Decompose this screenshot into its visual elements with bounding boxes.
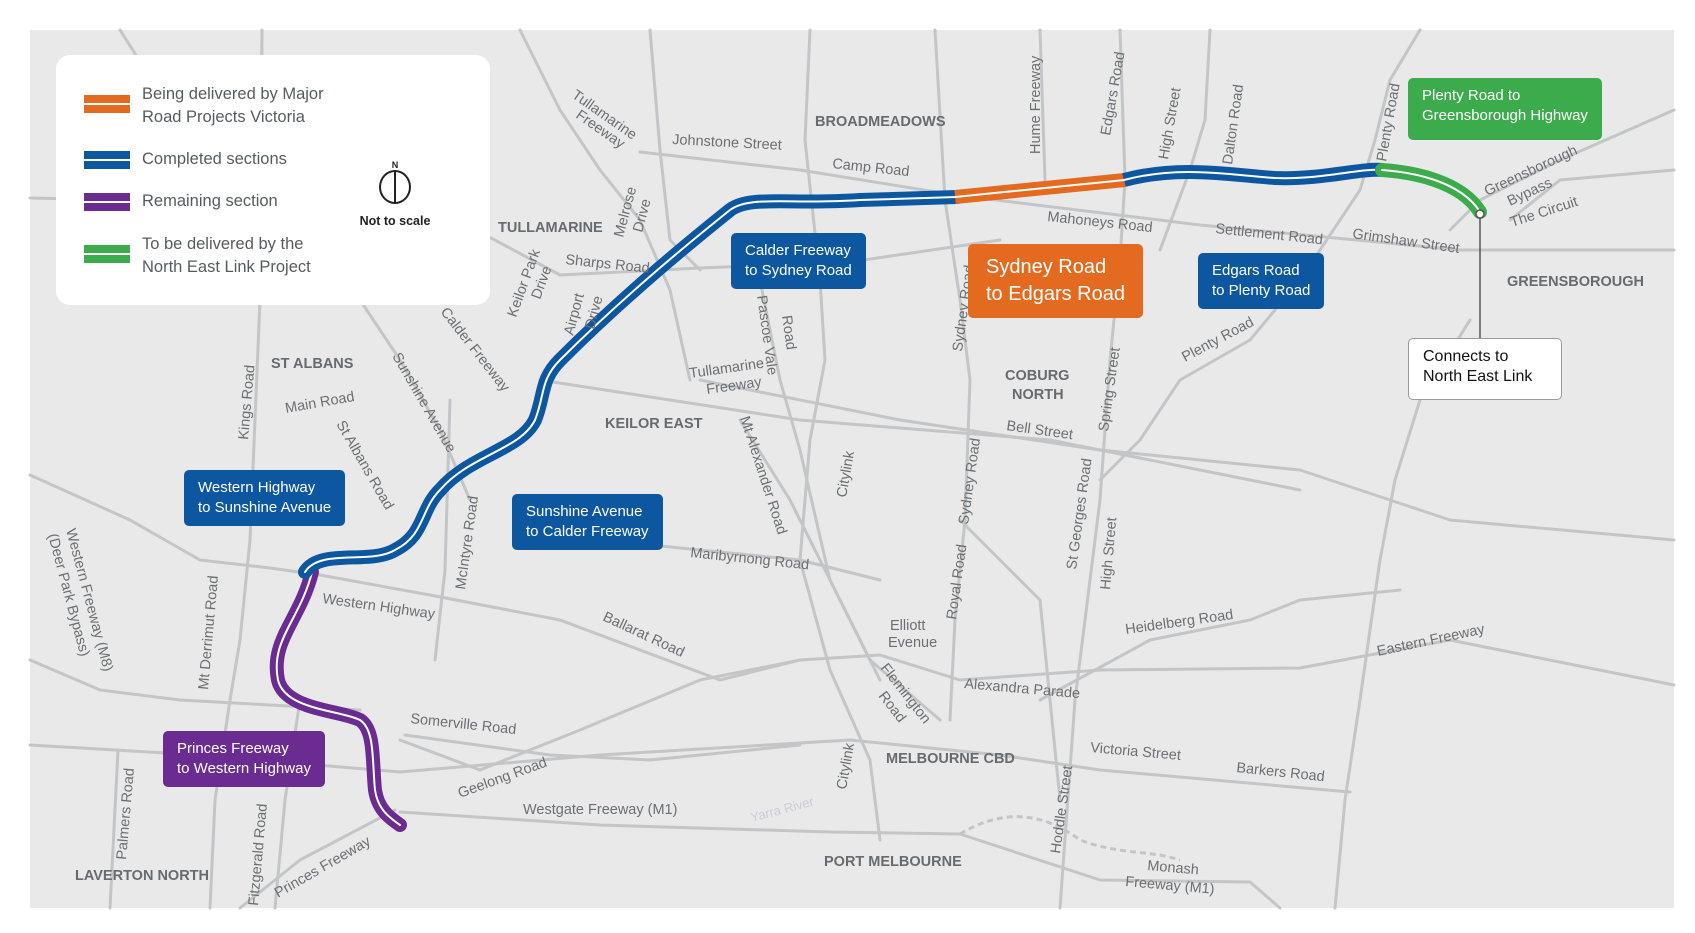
legend-swatch-blue <box>84 151 130 169</box>
suburb-st-albans: ST ALBANS <box>271 356 354 372</box>
route-being-delivered <box>954 173 1126 204</box>
legend-label-nel-1: To be delivered by the <box>142 235 304 253</box>
road-victoria-st: Victoria Street <box>1090 740 1182 764</box>
road-monash-fwy-1: Monash <box>1147 858 1200 878</box>
label-calder-to-sydney-line2: to Sydney Road <box>745 262 852 279</box>
suburb-laverton-north: LAVERTON NORTH <box>75 868 209 884</box>
legend-swatch-purple <box>84 193 130 211</box>
suburb-greensborough: GREENSBOROUGH <box>1507 274 1644 290</box>
label-princes-to-western: Princes Freeway to Western Highway <box>163 731 325 787</box>
label-western-to-sunshine-line2: to Sunshine Avenue <box>198 499 332 516</box>
suburb-labels: BROADMEADOWS TULLAMARINE ST ALBANS KEILO… <box>75 114 1644 884</box>
road-tullamarine-fwy-mid-2: Freeway <box>705 374 763 398</box>
road-elliott-ave-2: Evenue <box>888 635 937 651</box>
label-calder-to-sydney-line1: Calder Freeway <box>745 242 851 259</box>
label-sunshine-to-calder-line2: to Calder Freeway <box>526 523 649 540</box>
label-sunshine-to-calder: Sunshine Avenue to Calder Freeway <box>512 494 663 550</box>
road-pascoe-vale-rd-2: Road <box>778 314 799 351</box>
label-princes-to-western-line1: Princes Freeway <box>177 740 289 757</box>
callout-connects-line2: North East Link <box>1423 368 1533 385</box>
suburb-port-melbourne: PORT MELBOURNE <box>824 854 962 870</box>
road-high-st-south: High Street <box>1098 517 1120 591</box>
suburb-coburg-north-1: COBURG <box>1005 368 1069 384</box>
callout-connects-line1: Connects to <box>1423 348 1509 365</box>
suburb-keilor-east: KEILOR EAST <box>605 416 703 432</box>
legend-label-nel-2: North East Link Project <box>142 258 311 276</box>
suburb-coburg-north-2: NORTH <box>1012 387 1064 403</box>
label-princes-to-western-line2: to Western Highway <box>177 760 311 777</box>
legend-swatch-orange <box>84 95 130 113</box>
north-compass: N Not to scale <box>352 160 438 228</box>
label-edgars-to-plenty-line1: Edgars Road <box>1212 262 1300 279</box>
label-calder-to-sydney: Calder Freeway to Sydney Road <box>731 233 866 289</box>
road-palmers-rd: Palmers Road <box>114 767 138 860</box>
route-completed-east <box>1122 162 1384 187</box>
label-plenty-to-greensborough-line1: Plenty Road to <box>1422 87 1521 104</box>
legend-label-being-delivered-1: Being delivered by Major <box>142 85 324 103</box>
compass-n-label: N <box>391 160 399 170</box>
map-legend: Being delivered by Major Road Projects V… <box>56 55 490 305</box>
yarra-river-line <box>959 815 1181 862</box>
compass-icon <box>379 170 411 204</box>
label-sydney-to-edgars: Sydney Road to Edgars Road <box>968 244 1143 318</box>
road-monash-fwy-2: Freeway (M1) <box>1125 874 1215 898</box>
label-sydney-to-edgars-line2: to Edgars Road <box>986 283 1125 305</box>
road-elliott-ave-1: Elliott <box>890 618 925 634</box>
road-johnstone-st: Johnstone Street <box>672 132 782 154</box>
route-north-east-link <box>1375 163 1487 219</box>
label-sunshine-to-calder-line1: Sunshine Avenue <box>526 503 643 520</box>
legend-label-remaining: Remaining section <box>142 192 278 210</box>
nel-endpoint-marker <box>1475 209 1485 219</box>
label-edgars-to-plenty-line2: to Plenty Road <box>1212 282 1311 299</box>
suburb-tullamarine: TULLAMARINE <box>498 220 603 236</box>
route-completed-west <box>298 190 964 579</box>
legend-label-being-delivered-2: Road Projects Victoria <box>142 108 305 126</box>
suburb-broadmeadows: BROADMEADOWS <box>815 114 946 130</box>
label-edgars-to-plenty: Edgars Road to Plenty Road <box>1198 253 1325 309</box>
label-western-to-sunshine-line1: Western Highway <box>198 479 316 496</box>
scale-note: Not to scale <box>359 214 431 228</box>
label-sydney-to-edgars-line1: Sydney Road <box>986 256 1107 278</box>
suburb-melbourne-cbd: MELBOURNE CBD <box>886 751 1015 767</box>
road-westgate-fwy: Westgate Freeway (M1) <box>523 802 677 818</box>
label-plenty-to-greensborough-line2: Greensborough Highway <box>1422 107 1588 124</box>
callout-connects-north-east-link: Connects to North East Link <box>1408 338 1562 400</box>
label-western-to-sunshine: Western Highway to Sunshine Avenue <box>184 470 346 526</box>
road-kings-rd: Kings Road <box>236 364 258 440</box>
legend-label-completed: Completed sections <box>142 150 287 168</box>
road-hume-fwy: Hume Freeway <box>1028 55 1044 154</box>
route-remaining-section <box>269 565 407 832</box>
label-plenty-to-greensborough: Plenty Road to Greensborough Highway <box>1408 78 1602 140</box>
legend-swatch-green <box>84 245 130 263</box>
